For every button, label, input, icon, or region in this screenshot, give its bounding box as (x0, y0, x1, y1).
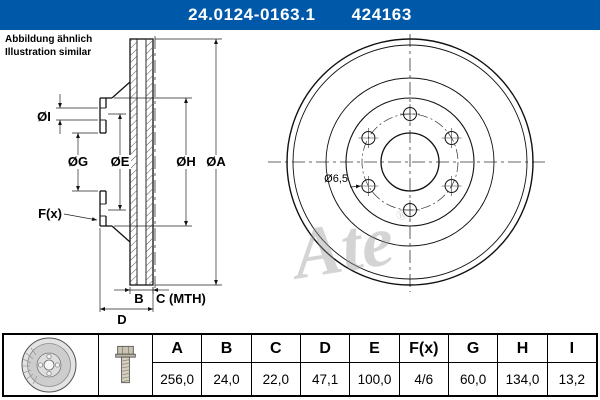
part-number: 24.0124-0163.1 (188, 5, 316, 24)
value-b: 24,0 (201, 363, 250, 395)
label-b: B (134, 291, 143, 306)
col-header-g: G (447, 335, 498, 363)
value-f: 4/6 (398, 363, 448, 395)
bolt-icon (98, 335, 152, 395)
value-g: 60,0 (447, 363, 497, 395)
section-view (99, 36, 156, 288)
similarity-note: Abbildung ähnlich Illustration similar (5, 33, 92, 59)
value-d: 47,1 (299, 363, 349, 395)
label-dia-a: ØA (206, 154, 226, 169)
registered-mark: ® (395, 207, 409, 225)
col-header-i: I (546, 335, 596, 363)
col-header-b: B (201, 335, 251, 363)
label-f: F(x) (38, 206, 62, 221)
bolt-threads (121, 359, 130, 383)
note-line-de: Abbildung ähnlich (5, 34, 93, 45)
hole-center-marks (358, 104, 462, 220)
value-a: 256,0 (152, 363, 201, 395)
front-view (268, 34, 548, 292)
label-hole-diameter: Ø6,5 (324, 173, 348, 185)
label-d: D (117, 312, 126, 327)
label-dia-h: ØH (176, 154, 196, 169)
technical-drawing: Ate ® ØI ØG ØE ØH ØA F(x) B C (MTH) D Ø6… (37, 34, 548, 327)
center-bore-circle (380, 132, 440, 192)
disc-photo-image (21, 337, 77, 393)
col-header-c: C (250, 335, 300, 363)
title-bar: 24.0124-0163.1 424163 (0, 0, 600, 30)
hat-circle (345, 97, 475, 227)
label-dia-i: ØI (37, 109, 51, 124)
label-dia-g: ØG (68, 154, 88, 169)
col-header-h: H (497, 335, 547, 363)
disc-photo (4, 335, 98, 395)
value-e: 100,0 (349, 363, 398, 395)
note-line-en: Illustration similar (5, 47, 92, 58)
col-header-e: E (349, 335, 399, 363)
dimension-table: A B C D E F(x) G H I 256,0 24,0 22,0 47,… (2, 333, 598, 397)
watermark: Ate ® (284, 200, 409, 295)
value-h: 134,0 (497, 363, 546, 395)
dimension-labels: ØI ØG ØE ØH ØA F(x) B C (MTH) D Ø6,5 (37, 109, 348, 327)
value-c: 22,0 (250, 363, 300, 395)
value-i: 13,2 (546, 363, 596, 395)
label-c: C (MTH) (156, 291, 206, 306)
outer-diameter-circle (286, 38, 534, 286)
col-header-f: F(x) (398, 335, 448, 363)
reference-number: 424163 (351, 5, 412, 24)
watermark-text: Ate (284, 200, 399, 295)
col-header-d: D (299, 335, 350, 363)
disc-photo-hatch (22, 347, 38, 385)
label-dia-e: ØE (111, 154, 130, 169)
bolt-image (115, 345, 136, 384)
col-header-a: A (152, 335, 202, 363)
